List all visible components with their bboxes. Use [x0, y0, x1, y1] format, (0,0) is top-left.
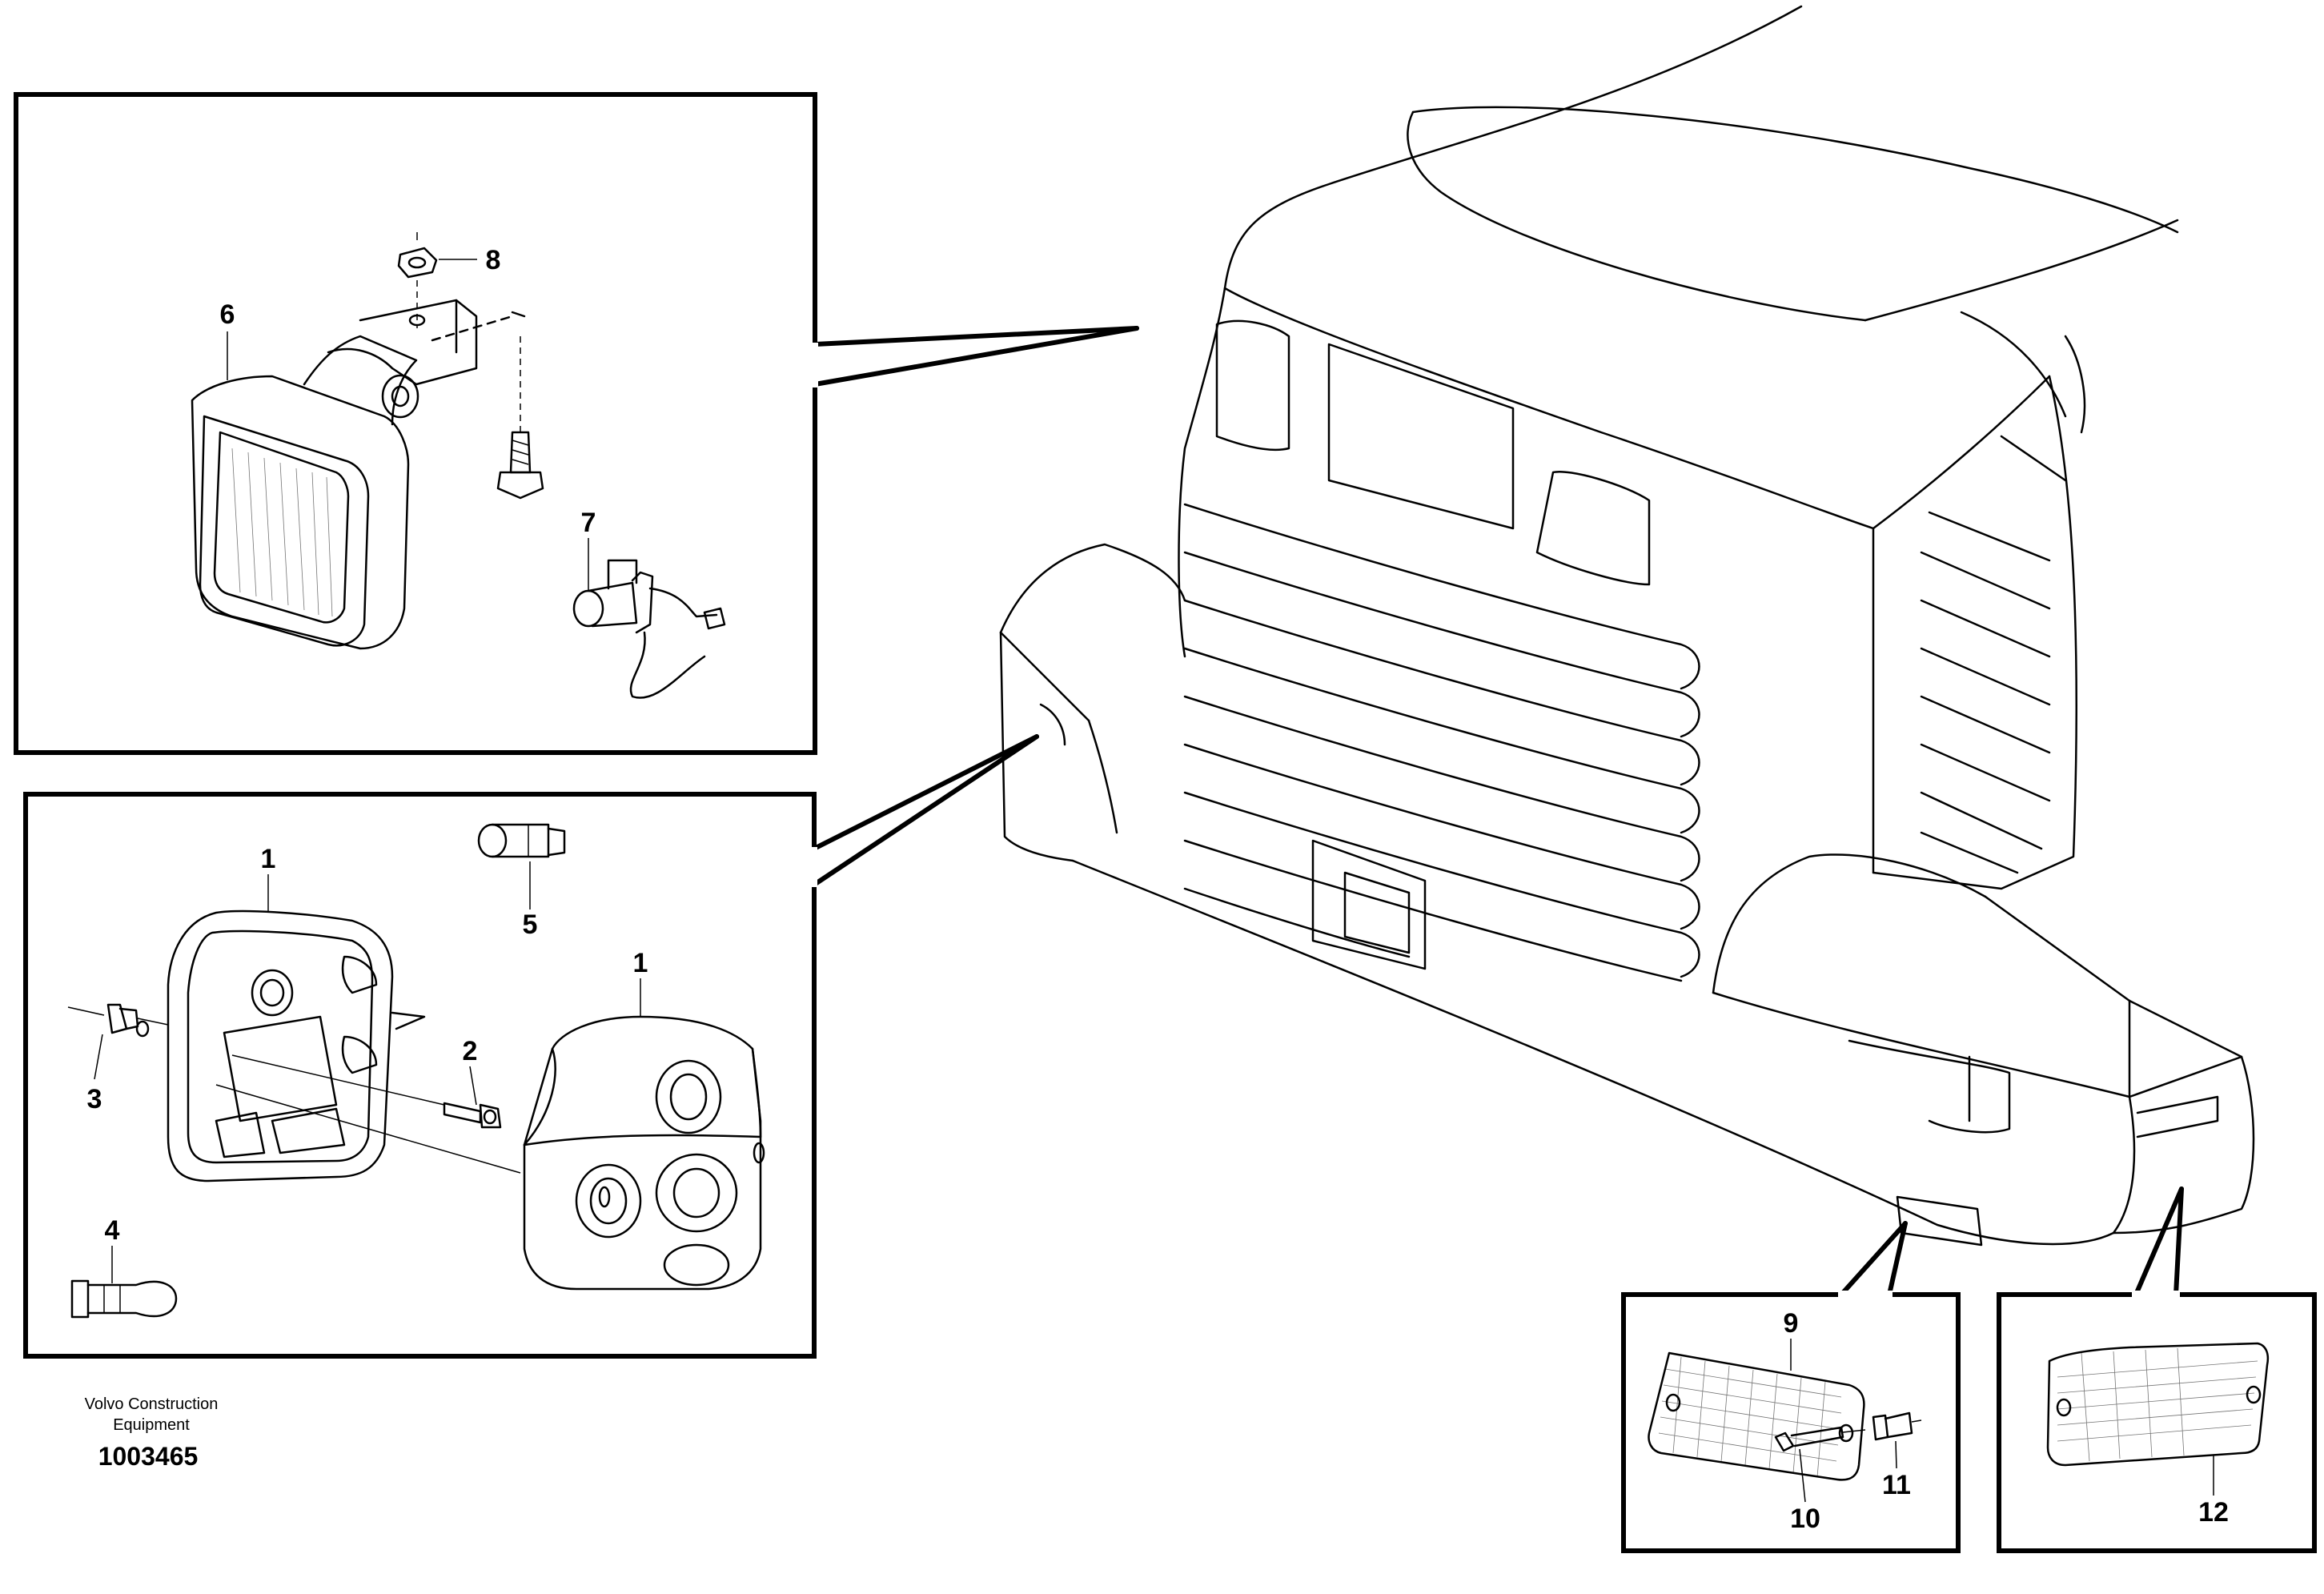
callout-8: 8 [486, 245, 501, 275]
reflector-detail-box: 12 [1997, 1186, 2317, 1553]
callout-12: 12 [2198, 1497, 2229, 1528]
reflector-lens [2046, 1342, 2270, 1467]
mounting-bracket [359, 299, 526, 419]
nut-part-8 [397, 232, 438, 328]
marker-screw-10 [1774, 1426, 1866, 1452]
marker-nut-11 [1872, 1411, 1922, 1441]
side-marker-lens [1648, 1351, 1865, 1481]
callout-9: 9 [1784, 1308, 1799, 1339]
callout-1-base: 1 [261, 844, 276, 874]
side-marker-detail-box: 9 10 11 [1621, 1221, 1961, 1553]
bulb-part-7 [572, 559, 726, 699]
drawing-footer: Volvo Construction Equipment 1003465 [85, 1395, 219, 1471]
screw-part-2 [215, 1054, 521, 1174]
lamp-base-housing [167, 909, 426, 1182]
callout-3: 3 [87, 1084, 102, 1114]
side-vent-slots [1920, 435, 2067, 874]
grille-bars [1183, 503, 1700, 982]
bumper [999, 543, 2255, 1247]
callout-6: 6 [220, 299, 235, 330]
bulb-part-4 [70, 1279, 178, 1319]
callout-10: 10 [1790, 1504, 1820, 1534]
bolt-lower [496, 336, 544, 500]
screw-part-3 [67, 1003, 169, 1038]
callout-11: 11 [1882, 1470, 1911, 1500]
bulb-part-5 [477, 823, 566, 858]
front-lamp-detail-box: 1 5 1 2 3 4 [23, 734, 1039, 1359]
callout-2: 2 [463, 1036, 478, 1066]
company-line-2: Equipment [113, 1416, 190, 1434]
lamp-lens [523, 1015, 765, 1291]
callout-5: 5 [523, 909, 538, 940]
callout-4: 4 [105, 1215, 120, 1246]
machine-front-drawing [999, 5, 2255, 1247]
company-line-1: Volvo Construction [85, 1395, 219, 1413]
drawing-number: 1003465 [98, 1442, 199, 1471]
callout-7: 7 [581, 508, 596, 538]
callout-1-lens: 1 [633, 948, 648, 978]
work-light-detail-box: 6 8 7 [14, 92, 1139, 755]
